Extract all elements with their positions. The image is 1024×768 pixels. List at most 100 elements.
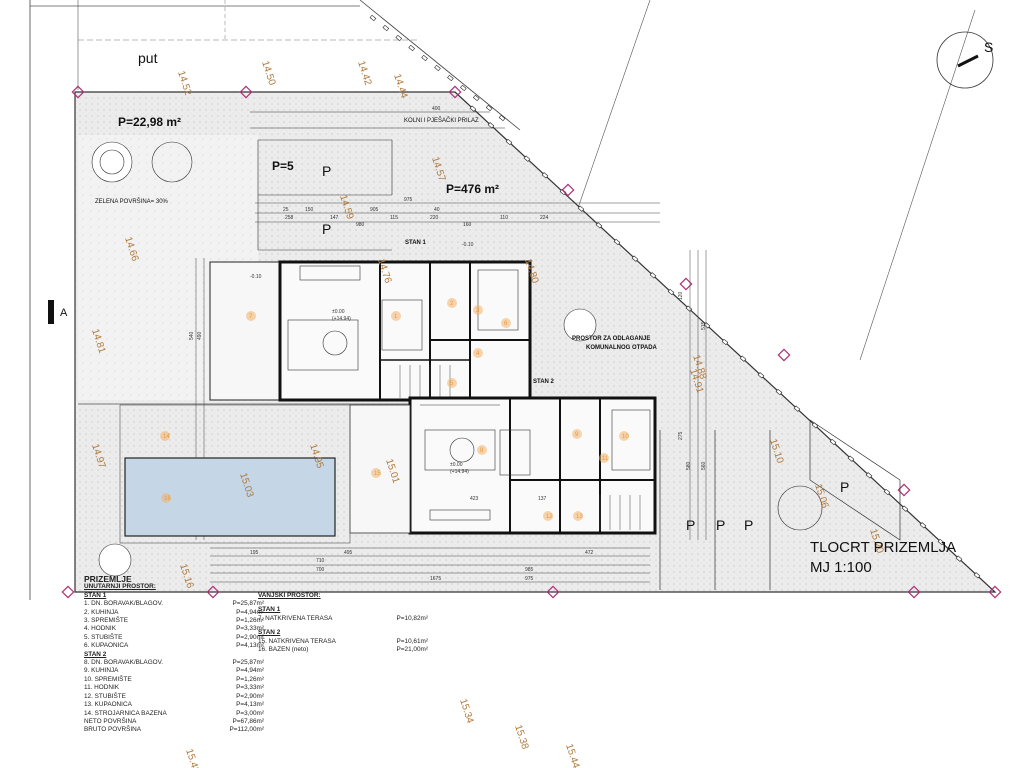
- dimension-value: 160: [463, 222, 472, 228]
- elevation-label: 15.34: [457, 698, 475, 726]
- room-number: 10: [622, 434, 629, 440]
- legend-room-area: P=4,94m²: [236, 667, 264, 675]
- outer-stan2-label: STAN 2: [258, 629, 281, 637]
- fence-post: [865, 472, 873, 479]
- pool-terrace: [119, 404, 351, 544]
- dimension-value: 495: [344, 550, 353, 556]
- boundary-markers: [61, 85, 1002, 599]
- legend-room-name: 11. HODNIK: [84, 684, 120, 692]
- dimension-value: 25: [283, 207, 289, 213]
- legend-neto-label: NETO POVRŠINA: [84, 717, 137, 725]
- room-marker: [371, 468, 381, 478]
- fence-post: [883, 488, 891, 496]
- dimension-value: 515: [701, 321, 707, 330]
- legend-stan2-label: STAN 2: [84, 650, 107, 658]
- legend-room-name: 10. SPREMIŠTE: [84, 675, 132, 683]
- room-marker: [573, 511, 583, 521]
- fence-post: [667, 288, 675, 296]
- north-label: S: [984, 39, 993, 55]
- fence-post: [447, 74, 454, 82]
- room-number: 6: [504, 321, 508, 327]
- parking-mark-5: P: [744, 517, 753, 533]
- legend-outer-spaces: VANJSKI PROSTOR: STAN 1 7. NATKRIVENA TE…: [258, 592, 428, 654]
- legend-room-area: P=3,00m²: [236, 709, 264, 717]
- pool: [124, 457, 336, 537]
- dimension-value: 40: [434, 207, 440, 213]
- dimension-value: 985: [525, 567, 534, 573]
- room-marker: [447, 378, 457, 388]
- legend-room-name: 15. NATKRIVENA TERASA: [258, 637, 336, 645]
- legend-room-area: P=4,94m²: [236, 608, 264, 616]
- legend-stan1-label: STAN 1: [84, 591, 107, 599]
- room-number: 5: [450, 381, 454, 387]
- waste-label-1: PROSTOR ZA ODLAGANJE: [572, 336, 650, 342]
- legend-room-name: 5. STUBIŠTE: [84, 633, 123, 641]
- legend-room-area: P=4,13m²: [236, 701, 264, 709]
- dimension-value: 975: [404, 197, 413, 203]
- legend-room-area: P=3,33m²: [236, 625, 264, 633]
- fence-post: [739, 355, 747, 362]
- legend-inner-title: UNUTARNJI PROSTOR:: [84, 583, 156, 591]
- section-label: A: [60, 307, 68, 319]
- stan-2-label: STAN 2: [533, 379, 555, 385]
- level-stan-2-abs: (+14.94): [450, 469, 469, 475]
- legend-room-name: 12. STUBIŠTE: [84, 692, 126, 700]
- legend-room-name: 8. DN. BORAVAK/BLAGOV.: [84, 659, 164, 667]
- room-marker: [161, 493, 171, 503]
- room-marker: [619, 431, 629, 441]
- boundary-marker: [907, 585, 921, 599]
- fence-post: [649, 272, 657, 279]
- fence-post: [775, 388, 783, 396]
- legend-room-area: P=21,00m²: [396, 646, 428, 654]
- legend-room-area: P=25,87m²: [232, 659, 264, 667]
- dimension-value: 120: [678, 291, 684, 300]
- fence-post: [631, 255, 639, 262]
- room-number: 14: [163, 434, 170, 440]
- dimension-value: 540: [189, 331, 195, 340]
- fence-post: [793, 405, 801, 412]
- parking-count-label: P=5: [272, 159, 294, 173]
- room-marker: [246, 311, 256, 321]
- fence-post: [395, 34, 403, 42]
- elevation-label: 14.50: [259, 60, 277, 88]
- fence-post: [434, 64, 441, 72]
- dimension-value: 147: [330, 215, 339, 221]
- room-number: 4: [476, 351, 480, 357]
- parking-mark-3: P: [686, 517, 695, 533]
- outer-title: VANJSKI PROSTOR:: [258, 592, 321, 599]
- fence-post: [955, 555, 963, 562]
- fence-post: [613, 238, 621, 246]
- fence-post: [523, 155, 531, 162]
- legend-room-name: 13. KUPAONICA: [84, 701, 132, 709]
- fence-post: [485, 104, 493, 112]
- room-number: 13: [576, 514, 583, 520]
- legend-bruto-label: BRUTO POVRŠINA: [84, 726, 142, 734]
- room-marker: [391, 311, 401, 321]
- trees: [91, 141, 823, 577]
- legend-room-name: 9. KUHINJA: [84, 667, 119, 675]
- fence-post: [469, 105, 477, 112]
- fence-post: [937, 538, 945, 546]
- fence-post: [421, 54, 428, 62]
- dimension-value: 710: [316, 558, 325, 564]
- legend-room-name: 16. BAZEN (neto): [258, 646, 309, 654]
- parking-mark-4: P: [716, 517, 725, 533]
- waste-label-2: KOMUNALNOG OTPADA: [586, 345, 658, 351]
- fence-post: [757, 372, 765, 379]
- dimension-value: 1675: [430, 576, 441, 582]
- dimension-value: 560: [701, 461, 707, 470]
- room-number: 12: [546, 514, 553, 520]
- dimension-lines: [195, 202, 707, 583]
- boundary-marker: [777, 348, 791, 362]
- fence-post: [505, 138, 513, 146]
